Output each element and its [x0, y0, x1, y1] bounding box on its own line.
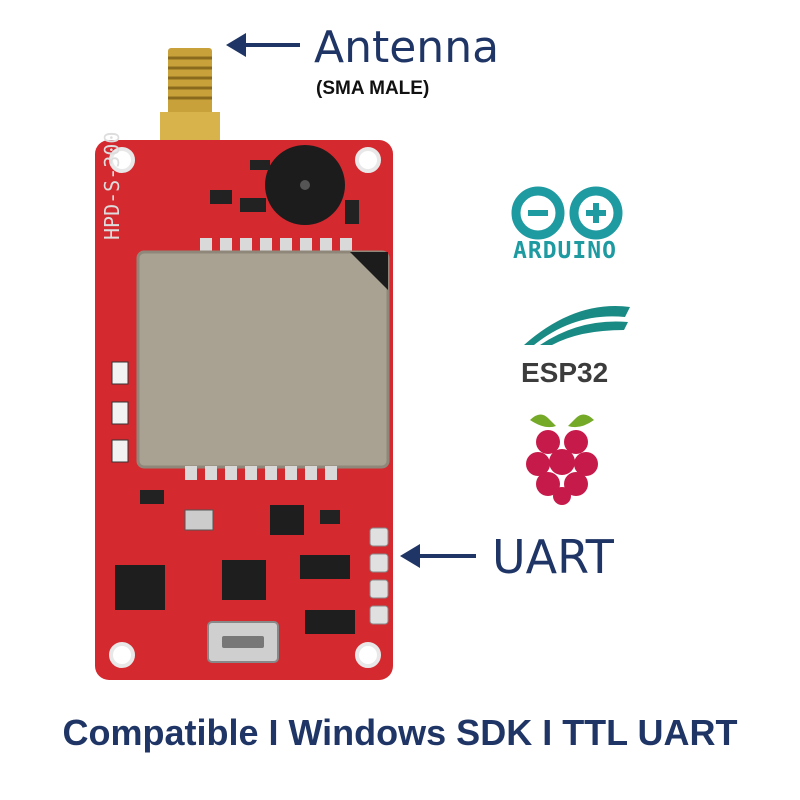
- uart-arrow: [400, 544, 476, 568]
- compatibility-footer: Compatible I Windows SDK I TTL UART: [62, 712, 738, 753]
- uart-header-pins: [369, 527, 389, 625]
- esp32-logo-text: ESP32: [521, 357, 609, 388]
- antenna-callout: Antenna: [314, 22, 500, 73]
- arduino-logo-text: ARDUINO: [513, 238, 617, 264]
- uart-callout: UART: [492, 530, 614, 584]
- rf-shield-module: [136, 250, 390, 469]
- pcb-board: [95, 140, 393, 680]
- esp32-logo: [524, 306, 630, 345]
- antenna-arrow: [226, 33, 300, 57]
- antenna-type-label: (SMA MALE): [316, 78, 430, 99]
- board-model-label: HPD-S-300: [100, 131, 124, 240]
- arduino-logo: [511, 186, 623, 240]
- raspberry-pi-logo: [526, 414, 598, 505]
